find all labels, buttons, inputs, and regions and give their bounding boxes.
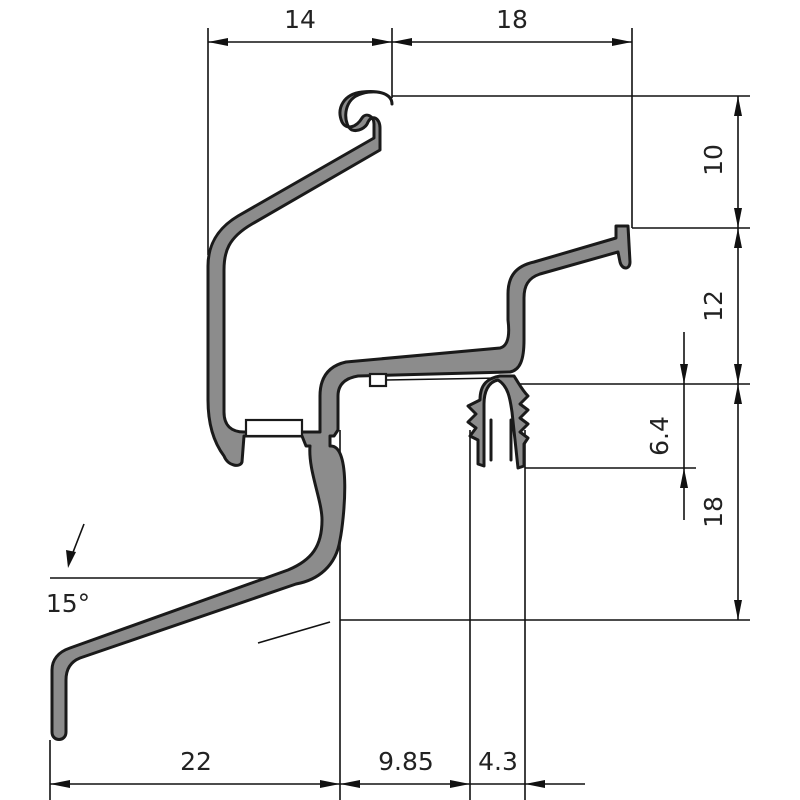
arrow-9-85-right	[450, 780, 470, 788]
angle-arrow	[66, 550, 76, 568]
arrow-18-left	[392, 38, 412, 46]
thermal-break-insert	[244, 418, 304, 438]
seal-body	[466, 374, 530, 470]
label-18-right: 18	[699, 496, 728, 528]
arrow-18r-top	[734, 384, 742, 404]
arrow-22-right	[320, 780, 340, 788]
leader-line-base	[257, 621, 331, 644]
arrow-10-bottom	[734, 208, 742, 228]
arrow-9-85-left	[340, 780, 360, 788]
label-9-85: 9.85	[378, 747, 434, 776]
dimension-lines	[50, 38, 742, 788]
label-22: 22	[180, 747, 212, 776]
dimension-labels: 14 18 10 12 6.4 18 15° 22 9.85 4.3	[46, 5, 728, 776]
rail-bottom-line	[385, 377, 501, 381]
label-4-3: 4.3	[478, 747, 518, 776]
extension-lines	[49, 28, 750, 800]
arrow-6-4-top	[680, 364, 688, 384]
arrow-22-left	[50, 780, 70, 788]
label-10: 10	[699, 144, 728, 176]
arrow-6-4-bottom	[680, 468, 688, 488]
label-6-4: 6.4	[645, 416, 674, 456]
arrow-14-right	[372, 38, 392, 46]
arrow-12-bottom	[734, 364, 742, 384]
label-18-top: 18	[496, 5, 528, 34]
seal	[466, 374, 530, 470]
label-14: 14	[284, 5, 316, 34]
profile-upper-arm	[50, 90, 632, 741]
arrow-12-top	[734, 228, 742, 248]
arrow-14-left	[208, 38, 228, 46]
label-12: 12	[699, 290, 728, 322]
arrow-18-right	[612, 38, 632, 46]
arrow-10-top	[734, 96, 742, 116]
arrow-18r-bottom	[734, 600, 742, 620]
rail-channel	[368, 372, 388, 388]
profile-section	[50, 90, 632, 741]
label-angle: 15°	[46, 589, 90, 618]
arrow-4-3-right	[525, 780, 545, 788]
